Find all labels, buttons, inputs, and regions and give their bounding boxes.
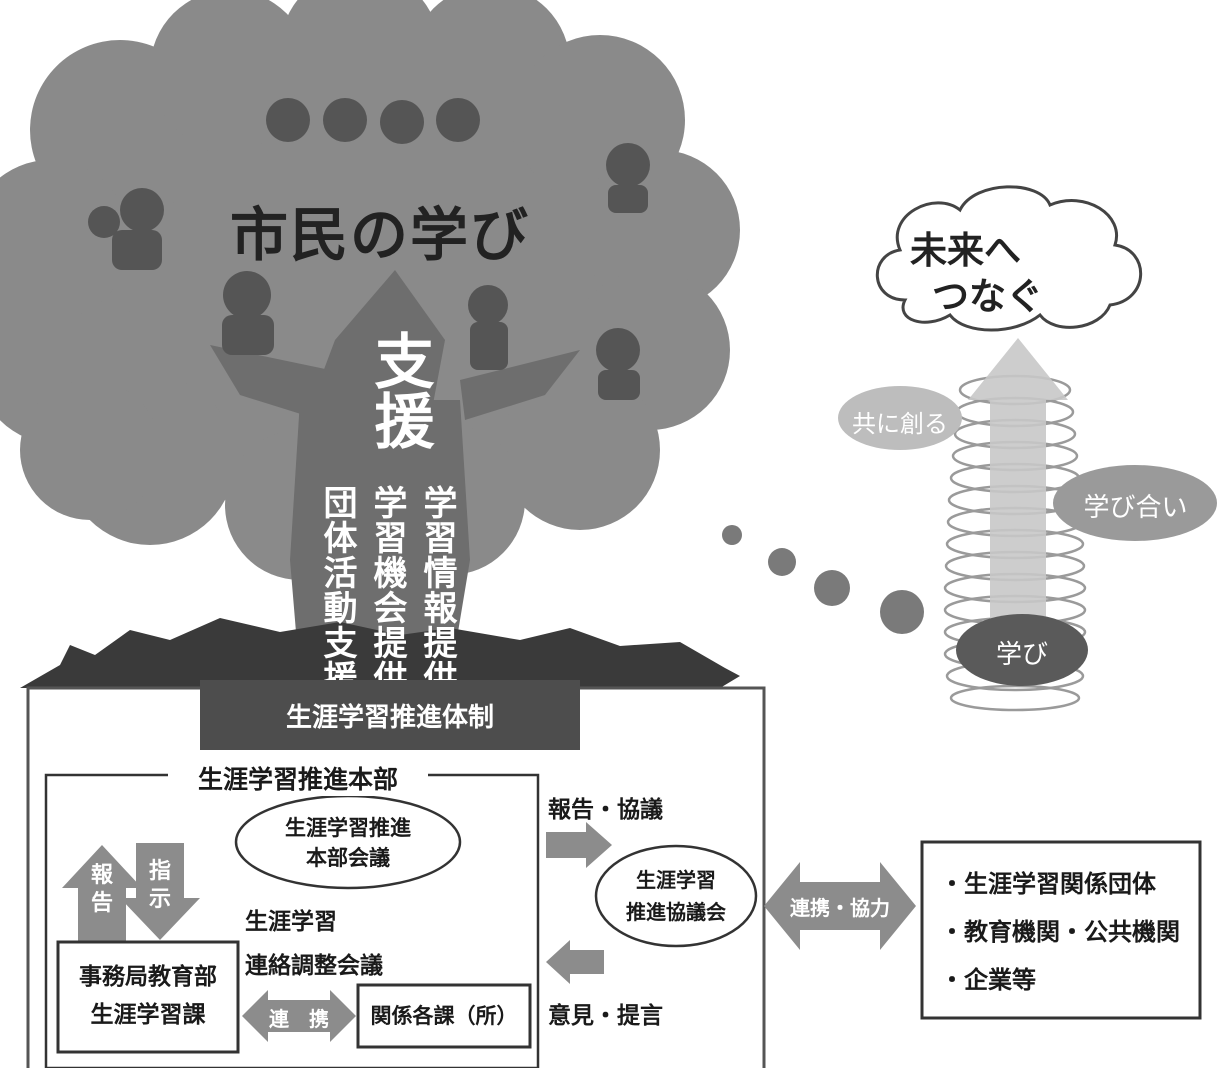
partners-list: ・生涯学習関係団体 ・教育機関・公共機関 ・企業等	[940, 860, 1190, 1004]
partners-box	[920, 840, 1202, 1020]
column-groups: 団体活動支援	[317, 485, 357, 695]
cooperation-label: 連携・協力	[790, 896, 890, 920]
oval-learn	[956, 614, 1088, 686]
office-box	[56, 940, 240, 1054]
report-discuss-label: 報告・協議	[548, 797, 663, 823]
hq-meeting-line1: 生涯学習推進	[285, 816, 411, 840]
council-oval	[594, 844, 758, 948]
child-icon	[266, 98, 480, 144]
council-label: 生涯学習 推進協議会	[596, 864, 756, 928]
office-label: 事務局教育部 生涯学習課	[58, 958, 238, 1034]
cloud-line2: つなぐ	[932, 275, 1043, 318]
report-arrow-label: 報告	[90, 863, 113, 916]
tree-trunk	[210, 270, 580, 680]
elderly-man-icon	[222, 271, 274, 355]
instruct-down-arrow	[120, 843, 200, 940]
tree-ground	[20, 618, 740, 688]
thought-dots	[722, 525, 924, 634]
council-line1: 生涯学習	[636, 868, 716, 892]
growth-up-arrow	[968, 338, 1068, 680]
partner-item: ・教育機関・公共機関	[940, 918, 1180, 946]
opinion-label: 意見・提言	[548, 1003, 663, 1029]
office-line1: 事務局教育部	[79, 964, 217, 990]
column-info: 学習情報提供	[417, 485, 457, 695]
hq-meeting-label: 生涯学習推進 本部会議	[258, 813, 438, 873]
future-cloud	[875, 185, 1143, 332]
system-banner: 生涯学習推進体制	[200, 680, 580, 750]
cloud-text: 未来へ つなぐ	[910, 228, 1070, 320]
cooperation-double-arrow	[764, 862, 916, 950]
trunk-support-label: 支援	[364, 330, 434, 450]
cloud-line1: 未来へ	[910, 229, 1021, 272]
woman-icon	[606, 143, 650, 213]
parent-child-icon	[88, 188, 164, 270]
liaison-line2: 連絡調整会議	[245, 953, 383, 979]
link-double-arrow	[242, 990, 356, 1042]
instruct-arrow-label: 指示	[148, 859, 171, 912]
council-line2: 推進協議会	[626, 900, 726, 924]
report-right-arrow	[546, 822, 612, 868]
tree-title: 市民の学び	[230, 201, 531, 269]
oval-mutual	[1053, 465, 1217, 541]
oval-mutual-label: 学び合い	[1083, 493, 1188, 523]
report-up-arrow	[62, 845, 142, 948]
partner-item: ・生涯学習関係団体	[940, 870, 1156, 898]
oval-create-label: 共に創る	[852, 410, 948, 438]
hq-meeting-oval	[234, 794, 462, 890]
column-opportunity: 学習機会提供	[367, 485, 407, 695]
partner-item: ・企業等	[940, 966, 1036, 994]
related-box	[356, 983, 532, 1049]
opinion-left-arrow	[546, 940, 604, 984]
related-label: 関係各課（所）	[370, 1004, 518, 1028]
man-icon	[596, 328, 640, 400]
oval-create	[838, 386, 962, 450]
hq-title: 生涯学習推進本部	[168, 760, 428, 796]
tree-canopy	[0, 0, 740, 580]
elderly-woman-icon	[468, 285, 508, 370]
link-label: 連 携	[269, 1007, 329, 1031]
hq-meeting-line2: 本部会議	[306, 846, 390, 870]
office-line2: 生涯学習課	[90, 1002, 206, 1028]
liaison-line1: 生涯学習	[245, 909, 337, 935]
people-illustrations	[88, 98, 650, 400]
oval-learn-label: 学び	[995, 640, 1048, 670]
